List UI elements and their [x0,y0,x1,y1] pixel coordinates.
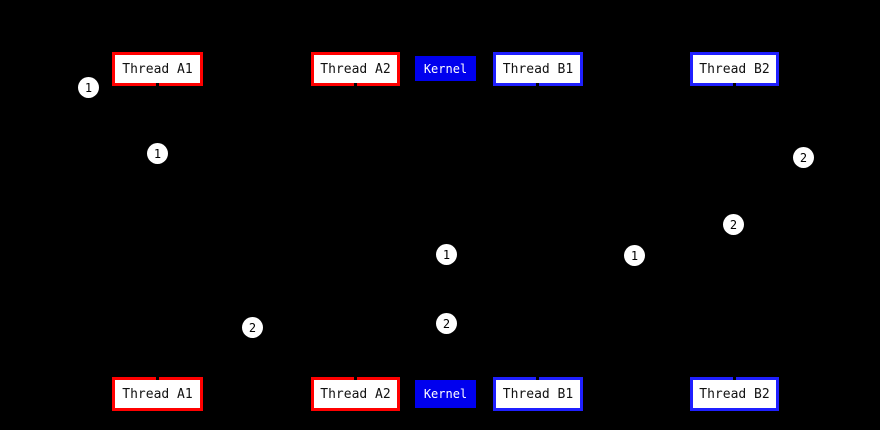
step-marker-label: 2 [799,150,808,165]
step-marker: 2 [723,214,744,235]
lifeline-kernel [444,81,447,380]
step-marker: 1 [436,244,457,265]
lifeline-thread-a2 [354,83,357,380]
step-marker-label: 2 [248,320,257,335]
entity-label: Thread A1 [122,386,193,402]
step-marker-label: 1 [442,247,451,262]
step-marker: 1 [147,143,168,164]
step-marker: 1 [78,77,99,98]
step-marker-label: 2 [729,217,738,232]
entity-label: Thread B1 [502,61,574,77]
entity-box-thread-b1-top: Thread B1 [493,52,583,86]
lifeline-thread-b1 [536,83,539,380]
entity-label: Thread B2 [699,61,770,77]
entity-box-thread-a1-bottom: Thread A1 [112,377,203,411]
entity-label: Thread A1 [122,61,193,77]
entity-label: Thread A2 [320,61,391,77]
step-marker: 2 [242,317,263,338]
entity-box-thread-a2-bottom: Thread A2 [311,377,400,411]
entity-box-thread-b1-bottom: Thread B1 [493,377,583,411]
step-marker-label: 2 [442,316,451,331]
entity-label: Kernel [423,387,468,401]
entity-label: Thread B1 [502,386,574,402]
entity-box-thread-b2-bottom: Thread B2 [690,377,779,411]
entity-box-thread-b2-top: Thread B2 [690,52,779,86]
entity-box-kernel-top: Kernel [415,56,476,81]
entity-box-thread-a2-top: Thread A2 [311,52,400,86]
entity-label: Thread A2 [320,386,391,402]
lifeline-thread-a1 [156,83,159,380]
step-marker-label: 1 [630,248,639,263]
step-marker: 2 [436,313,457,334]
step-marker-label: 1 [84,80,93,95]
step-marker: 2 [793,147,814,168]
step-marker-label: 1 [153,146,162,161]
step-marker: 1 [624,245,645,266]
entity-label: Kernel [423,61,468,76]
entity-box-thread-a1-top: Thread A1 [112,52,203,86]
entity-label: Thread B2 [699,386,770,402]
entity-box-kernel-bottom: Kernel [415,380,476,408]
